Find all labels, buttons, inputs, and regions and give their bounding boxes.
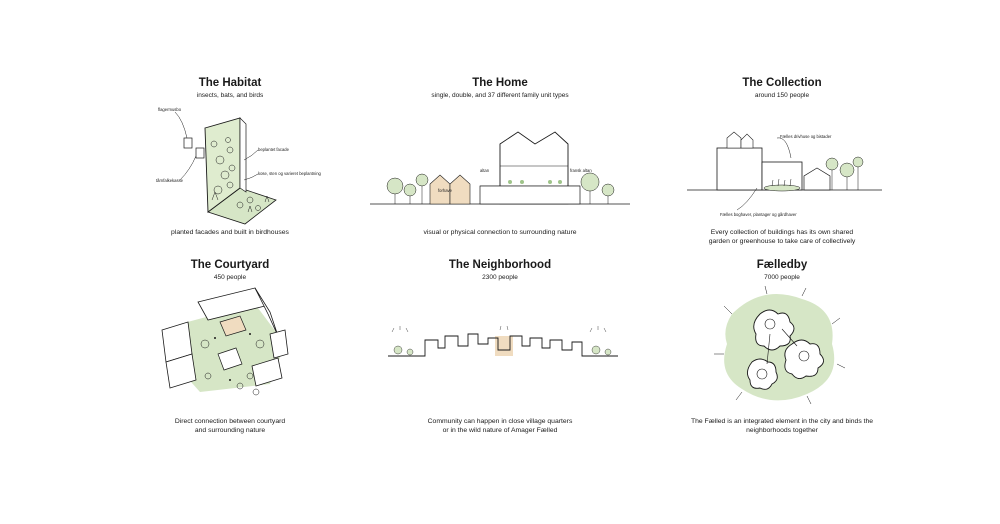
neighborhood-caption-2: or in the wild nature of Amager Fælled [442, 427, 558, 434]
neighborhood-subtitle: 2300 people [482, 274, 518, 281]
collection-caption-2: garden or greenhouse to take care of col… [708, 238, 856, 245]
panel-collection: The Collection around 150 people [632, 76, 932, 100]
habitat-label-bat-box: flagermusbo [158, 107, 182, 112]
faelledby-illustration [632, 284, 932, 409]
habitat-title: The Habitat [198, 77, 262, 89]
home-label-front-garden: forhave [438, 188, 452, 193]
collection-caption-1: Every collection of buildings has its ow… [710, 229, 854, 236]
habitat-illustration: flagermusbo tårnfalkekasse beplantet fac… [80, 100, 380, 225]
faelledby-title: Fælledby [756, 259, 808, 271]
panel-home: The Home single, double, and 37 differen… [350, 76, 650, 100]
panel-habitat: The Habitat insects, bats, and birds [80, 76, 380, 100]
panel-courtyard: The Courtyard 450 people [80, 258, 380, 282]
habitat-label-planted-facade: beplantet facade [258, 147, 289, 152]
home-label-french-balcony: fransk altan [570, 168, 592, 173]
collection-title: The Collection [742, 77, 822, 89]
home-illustration: altan fransk altan forhave [350, 120, 650, 215]
habitat-label-ground: kose, sten og varieret beplantning [258, 171, 321, 176]
neighborhood-caption-1: Community can happen in close village qu… [427, 418, 573, 425]
collection-subtitle: around 150 people [754, 92, 810, 99]
faelledby-subtitle: 7000 people [764, 274, 800, 281]
courtyard-title: The Courtyard [190, 259, 270, 271]
habitat-caption: planted facades and built in birdhouses [171, 229, 289, 236]
collection-label-gardens: Fælles boghaver, plantager og gårdhaver [720, 212, 797, 217]
courtyard-illustration [80, 284, 380, 404]
panel-faelledby: Fælledby 7000 people [632, 258, 932, 282]
faelledby-caption-2: neighborhoods together [746, 427, 818, 434]
collection-label-greenhouses: Fælles drivhuse og bistader [780, 134, 832, 139]
home-title: The Home [472, 77, 528, 89]
neighborhood-illustration [350, 320, 650, 365]
courtyard-subtitle: 450 people [213, 274, 247, 281]
home-label-balcony: altan [480, 168, 490, 173]
neighborhood-title: The Neighborhood [448, 259, 552, 271]
home-caption: visual or physical connection to surroun… [423, 229, 577, 236]
habitat-label-falcon-box: tårnfalkekasse [156, 178, 183, 183]
courtyard-caption-2: and surrounding nature [194, 427, 266, 434]
collection-illustration: Fælles drivhuse og bistader Fælles bogha… [632, 120, 932, 220]
habitat-subtitle: insects, bats, and birds [196, 92, 264, 99]
faelledby-caption-1: The Fælled is an integrated element in t… [690, 418, 874, 425]
courtyard-caption-1: Direct connection between courtyard [174, 418, 286, 425]
home-subtitle: single, double, and 37 different family … [431, 92, 569, 99]
panel-neighborhood: The Neighborhood 2300 people [350, 258, 650, 282]
